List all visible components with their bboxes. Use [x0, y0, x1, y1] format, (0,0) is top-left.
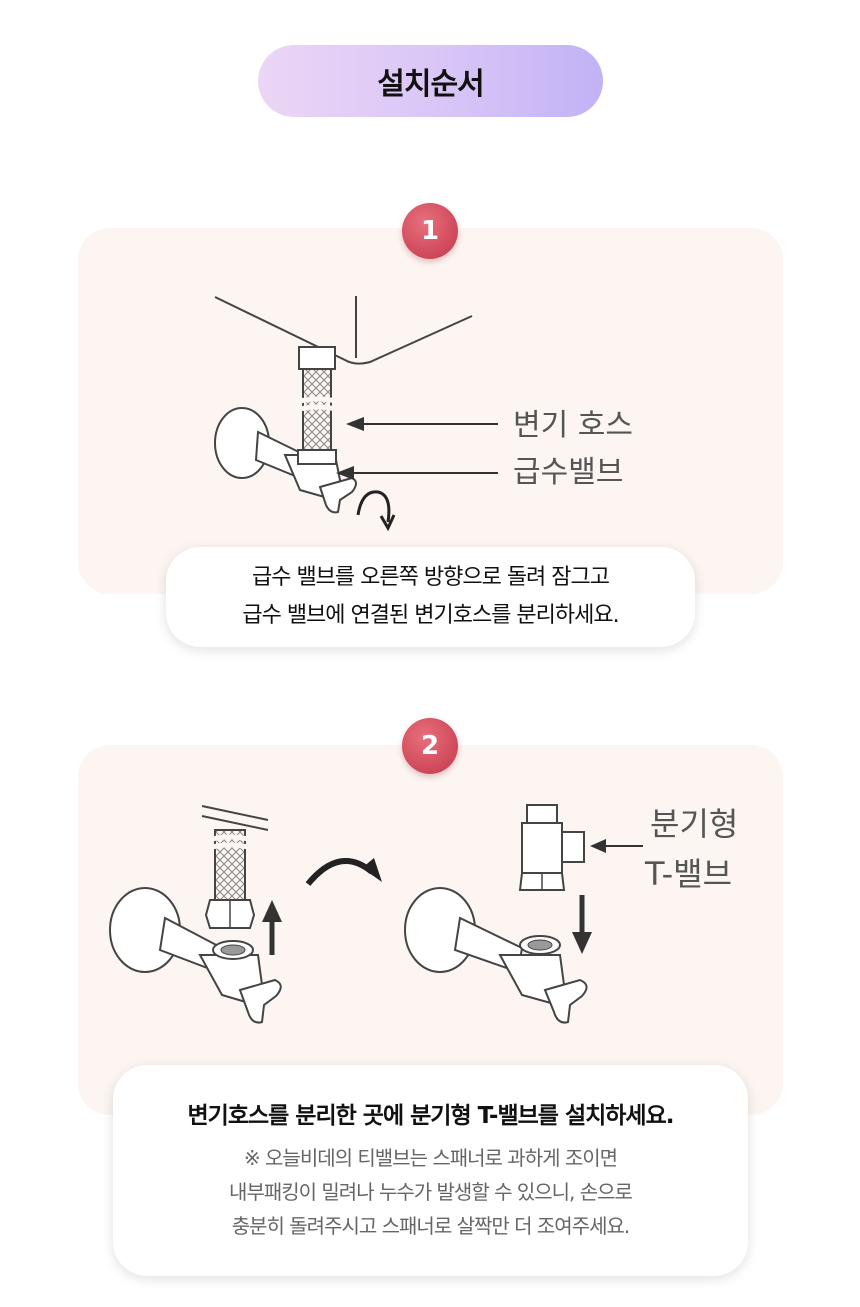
page-title: 설치순서: [258, 45, 603, 117]
tvalve-label-line2: T-밸브: [644, 855, 732, 893]
step-2-badge: 2: [402, 718, 458, 774]
step-1-badge: 1: [402, 203, 458, 259]
caption-line: 급수 밸브에 연결된 변기호스를 분리하세요.: [242, 603, 619, 628]
valve-label: 급수밸브: [513, 455, 623, 490]
step-2-illustration: 분기형 T-밸브: [109, 804, 738, 1024]
step-1-panel: [78, 228, 783, 594]
step-1-illustration: 변기 호스 급수밸브: [214, 296, 633, 532]
step-1-caption: 급수 밸브를 오른쪽 방향으로 돌려 잠그고 급수 밸브에 연결된 변기호스를 …: [166, 547, 695, 647]
caption-line: 급수 밸브를 오른쪽 방향으로 돌려 잠그고: [251, 565, 610, 590]
tvalve-label-line1: 분기형: [650, 805, 738, 843]
hose-label: 변기 호스: [513, 408, 633, 443]
note-line: 충분히 돌려주시고 스패너로 살짝만 더 조여주세요.: [231, 1213, 631, 1238]
step-2-caption: 변기호스를 분리한 곳에 분기형 T-밸브를 설치하세요. ※ 오늘비데의 티밸…: [113, 1065, 748, 1276]
note-line: 내부패킹이 밀려나 누수가 발생할 수 있으니, 손으로: [229, 1179, 633, 1204]
note-line: ※ 오늘비데의 티밸브는 스패너로 과하게 조이면: [243, 1145, 618, 1170]
caption-main: 변기호스를 분리한 곳에 분기형 T-밸브를 설치하세요.: [187, 1102, 675, 1129]
